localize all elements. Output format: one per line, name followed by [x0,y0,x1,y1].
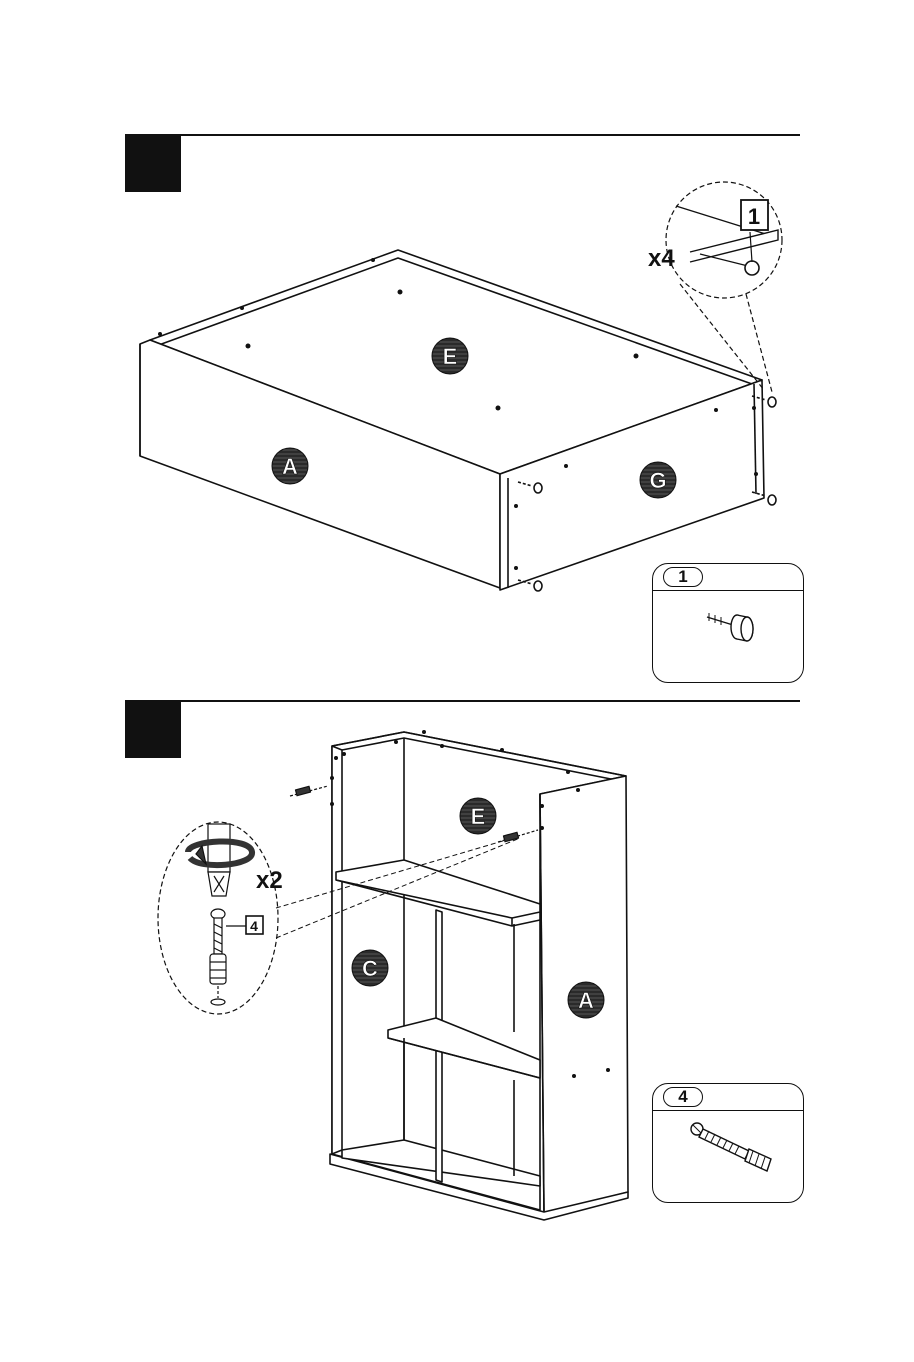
felt-pad-nail-icon [653,591,803,681]
label-E-back: E [471,804,486,829]
part-1-callout-header: 1 [653,564,803,591]
step-2-detail-circle [158,822,278,1014]
part-4-number: 4 [663,1087,703,1107]
step-2-unit [276,730,628,1220]
detail-2-part-number: 4 [250,918,258,934]
label-A-side: A [282,454,298,479]
part-4-callout-header: 4 [653,1084,803,1111]
label-E-top: E [443,344,458,369]
step-1-carcass [140,250,776,591]
part-4-callout: 4 [652,1083,804,1203]
part-1-number: 1 [663,567,703,587]
part-1-callout: 1 [652,563,804,683]
detail-2-quantity: x2 [256,867,283,894]
screwdriver-rotate-icon [188,824,252,896]
detail-1-quantity: x4 [648,245,675,272]
label-G-end: G [649,468,666,493]
confirmat-screw-icon [653,1111,803,1201]
label-C-side: C [362,956,378,981]
detail-1-part-number: 1 [748,204,760,229]
label-A-side-2: A [578,988,594,1013]
